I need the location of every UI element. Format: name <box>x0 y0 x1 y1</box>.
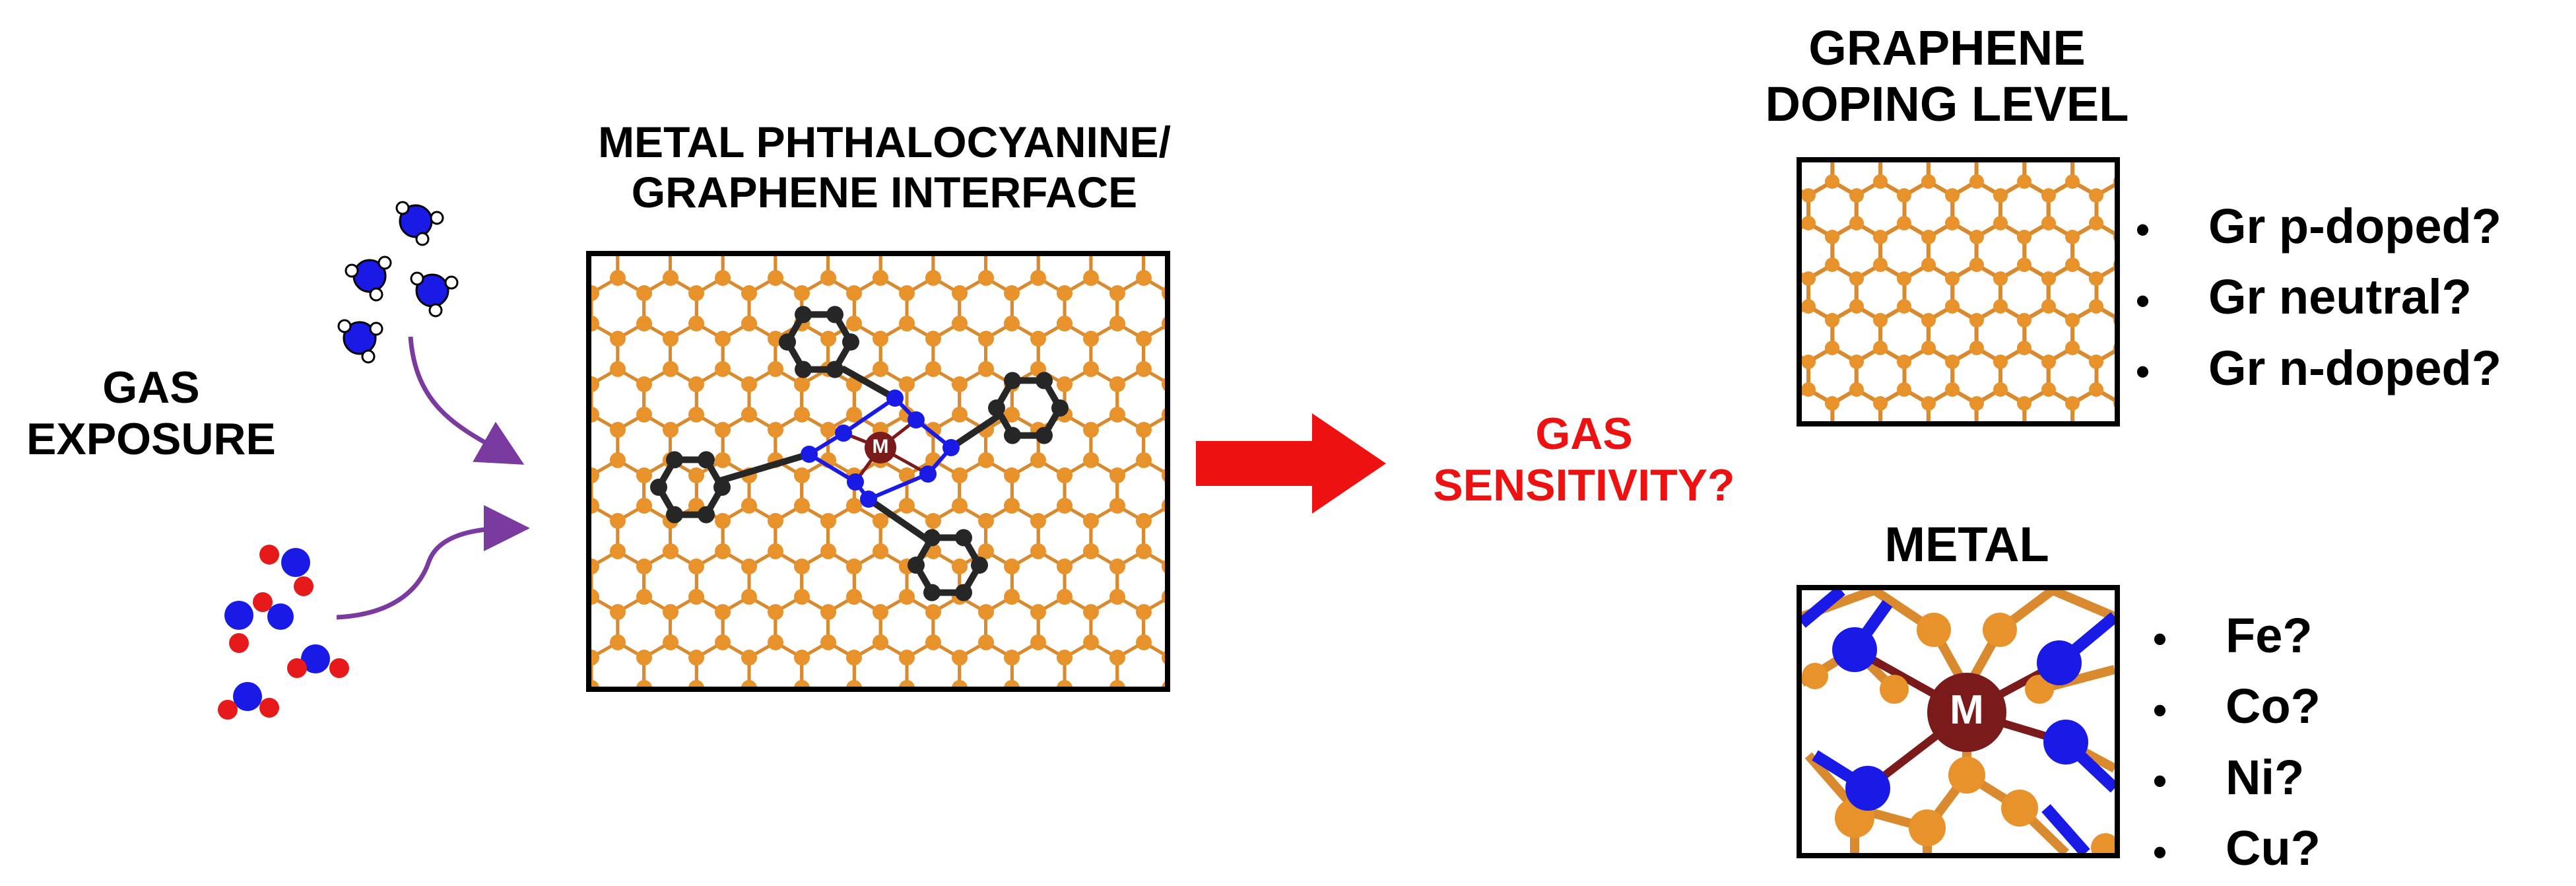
gas-sensitivity-label: GAS SENSITIVITY? <box>1399 408 1769 511</box>
doping-option-p: • Gr p-doped? <box>2136 193 2501 263</box>
graphene-lattice-panel <box>1797 157 2120 426</box>
red-arrow <box>1196 413 1386 514</box>
no-molecule-4 <box>287 644 349 678</box>
gas-exposure-line-2: EXPOSURE <box>26 414 276 465</box>
bullet: • <box>2153 759 2167 803</box>
metal-center-illustration <box>1802 590 2115 853</box>
ammonia-molecule-3 <box>410 271 459 318</box>
metal-option-label: Cu? <box>2226 821 2321 876</box>
ammonia-molecule-4 <box>337 319 383 364</box>
bullet: • <box>2153 829 2167 874</box>
bullet: • <box>2136 278 2150 323</box>
interface-title-line-2: GRAPHENE INTERFACE <box>631 167 1138 217</box>
gas-exposure-line-1: GAS <box>102 362 200 413</box>
metal-option-cu: • Cu? <box>2153 815 2321 885</box>
no-molecule-2 <box>267 576 314 630</box>
bullet: • <box>2153 617 2167 662</box>
metal-option-co: • Co? <box>2153 673 2321 743</box>
doping-options-list: • Gr p-doped? • Gr neutral? • Gr n-doped? <box>2136 193 2501 405</box>
no-molecule-3 <box>224 592 273 653</box>
gas-exposure-label: GAS EXPOSURE <box>26 362 276 465</box>
interface-image-panel: M <box>586 251 1170 692</box>
doping-option-label: Gr n-doped? <box>2208 340 2501 395</box>
metal-atom <box>1927 673 2006 752</box>
doping-title-line-1: GRAPHENE <box>1808 20 2086 75</box>
doping-title: GRAPHENE DOPING LEVEL <box>1729 20 2165 132</box>
metal-option-label: Fe? <box>2226 608 2313 663</box>
bullet: • <box>2136 349 2150 394</box>
no-molecule-1 <box>259 545 310 577</box>
metal-center-label-small: M <box>872 436 889 458</box>
gas-sensitivity-line-2: SENSITIVITY? <box>1433 460 1735 511</box>
interface-title-line-1: METAL PHTHALOCYANINE/ <box>598 118 1171 166</box>
interface-title: METAL PHTHALOCYANINE/ GRAPHENE INTERFACE <box>554 118 1214 218</box>
doping-title-line-2: DOPING LEVEL <box>1765 77 2129 132</box>
metal-options-list: • Fe? • Co? • Ni? • Cu? <box>2153 602 2321 886</box>
bullet: • <box>2153 687 2167 732</box>
metal-title: METAL <box>1884 517 2049 572</box>
bullet: • <box>2136 207 2150 252</box>
no-molecule-5 <box>218 682 279 720</box>
ammonia-molecule-1 <box>395 201 444 246</box>
purple-arrow-top <box>408 336 525 465</box>
purple-arrow-bottom <box>336 505 530 620</box>
ammonia-molecule-2 <box>345 256 392 302</box>
metal-center-label-large: M <box>1950 687 1984 733</box>
metal-center-panel: M <box>1797 585 2120 858</box>
gas-sensitivity-line-1: GAS <box>1535 409 1633 459</box>
phthalocyanine-graphene-illustration <box>591 256 1165 687</box>
doping-option-neutral: • Gr neutral? <box>2136 263 2501 334</box>
doping-option-label: Gr neutral? <box>2208 269 2472 325</box>
metal-option-fe: • Fe? <box>2153 602 2321 673</box>
metal-option-ni: • Ni? <box>2153 744 2321 815</box>
doping-option-label: Gr p-doped? <box>2208 199 2501 254</box>
metal-option-label: Co? <box>2226 679 2321 734</box>
graphene-lattice-illustration <box>1802 162 2115 421</box>
metal-option-label: Ni? <box>2226 749 2305 805</box>
doping-option-n: • Gr n-doped? <box>2136 335 2501 405</box>
